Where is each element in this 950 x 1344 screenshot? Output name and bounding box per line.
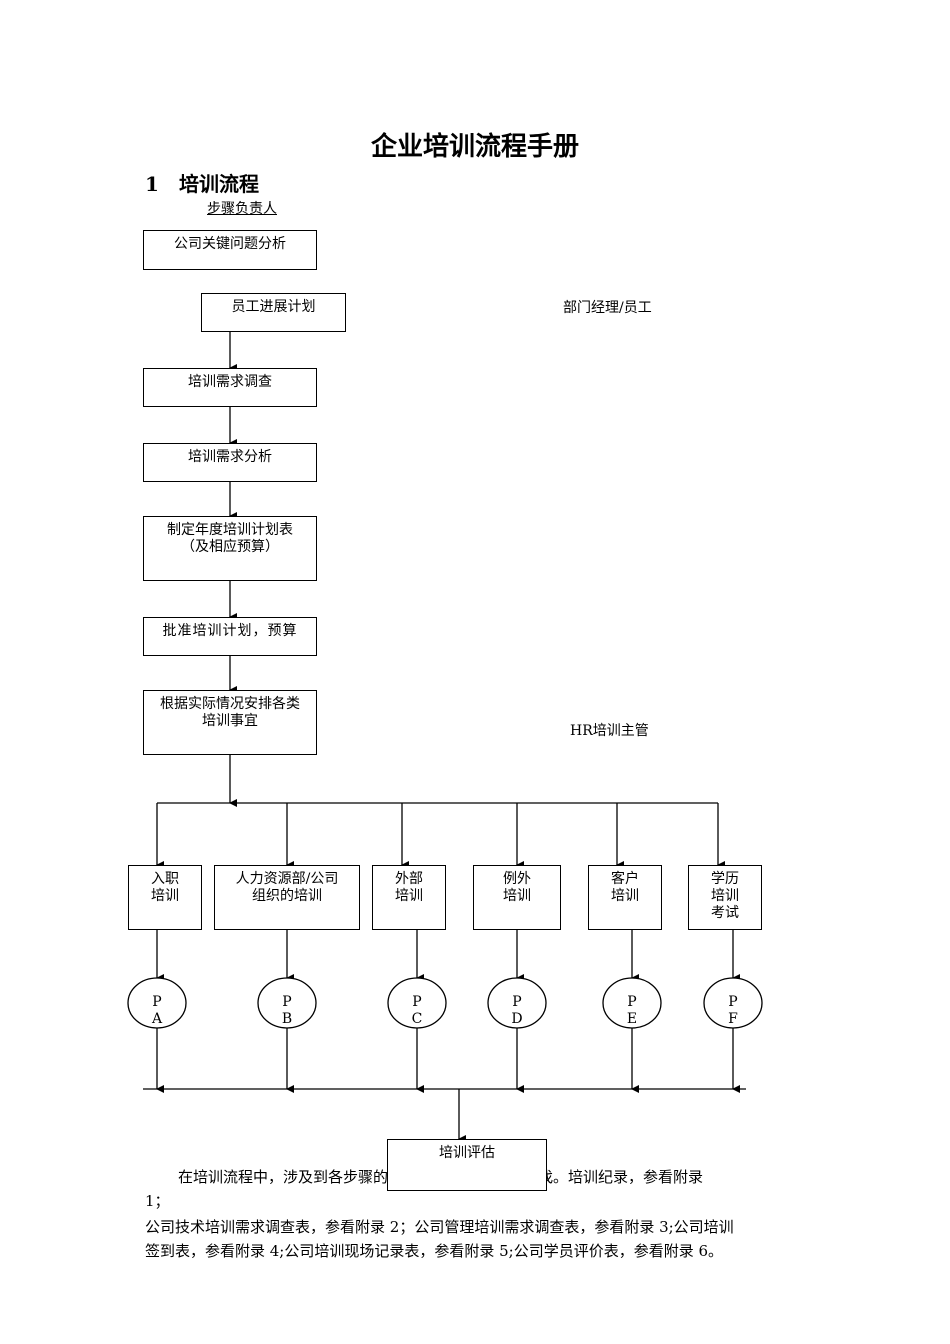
step-staff-development-plan: 员工进展计划 bbox=[201, 293, 346, 332]
paragraph-line-3: 公司技术培训需求调查表，参看附录 2；公司管理培训需求调查表，参看附录 3;公司… bbox=[145, 1218, 734, 1236]
role-hr-training-supervisor: HR培训主管 bbox=[570, 723, 649, 739]
step-training-evaluation: 培训评估 bbox=[387, 1139, 547, 1191]
step-approve-plan: 批准培训计划，预算 bbox=[143, 617, 317, 656]
branch-external-training: 外部培训 bbox=[372, 865, 446, 930]
process-circle-a bbox=[127, 977, 187, 1029]
step-needs-analysis: 培训需求分析 bbox=[143, 443, 317, 482]
section-heading: 1 培训流程 bbox=[145, 168, 259, 197]
role-dept-manager-staff: 部门经理/员工 bbox=[563, 300, 652, 316]
steps-header: 步骤负责人 bbox=[207, 201, 277, 217]
step-key-issue-analysis: 公司关键问题分析 bbox=[143, 230, 317, 270]
step-needs-survey: 培训需求调查 bbox=[143, 368, 317, 407]
process-circle-f bbox=[703, 977, 763, 1029]
branch-academic-training-exam: 学历培训考试 bbox=[688, 865, 762, 930]
section-number: 1 bbox=[145, 172, 159, 196]
page-title: 企业培训流程手册 bbox=[370, 132, 579, 162]
paragraph-line-4: 签到表，参看附录 4;公司培训现场记录表，参看附录 5;公司学员评价表，参看附录… bbox=[145, 1242, 724, 1260]
process-circle-d bbox=[487, 977, 547, 1029]
branch-hr-company-training: 人力资源部/公司组织的培训 bbox=[214, 865, 360, 930]
section-title: 培训流程 bbox=[179, 172, 259, 196]
step-annual-plan: 制定年度培训计划表（及相应预算） bbox=[143, 516, 317, 581]
process-circle-b bbox=[257, 977, 317, 1029]
branch-client-training: 客户培训 bbox=[588, 865, 662, 930]
step-arrange-training: 根据实际情况安排各类培训事宜 bbox=[143, 690, 317, 755]
branch-onboarding-training: 入职培训 bbox=[128, 865, 202, 930]
process-circle-c bbox=[387, 977, 447, 1029]
process-circle-e bbox=[602, 977, 662, 1029]
branch-exception-training: 例外培训 bbox=[473, 865, 561, 930]
paragraph-line-2: 1； bbox=[145, 1192, 170, 1210]
